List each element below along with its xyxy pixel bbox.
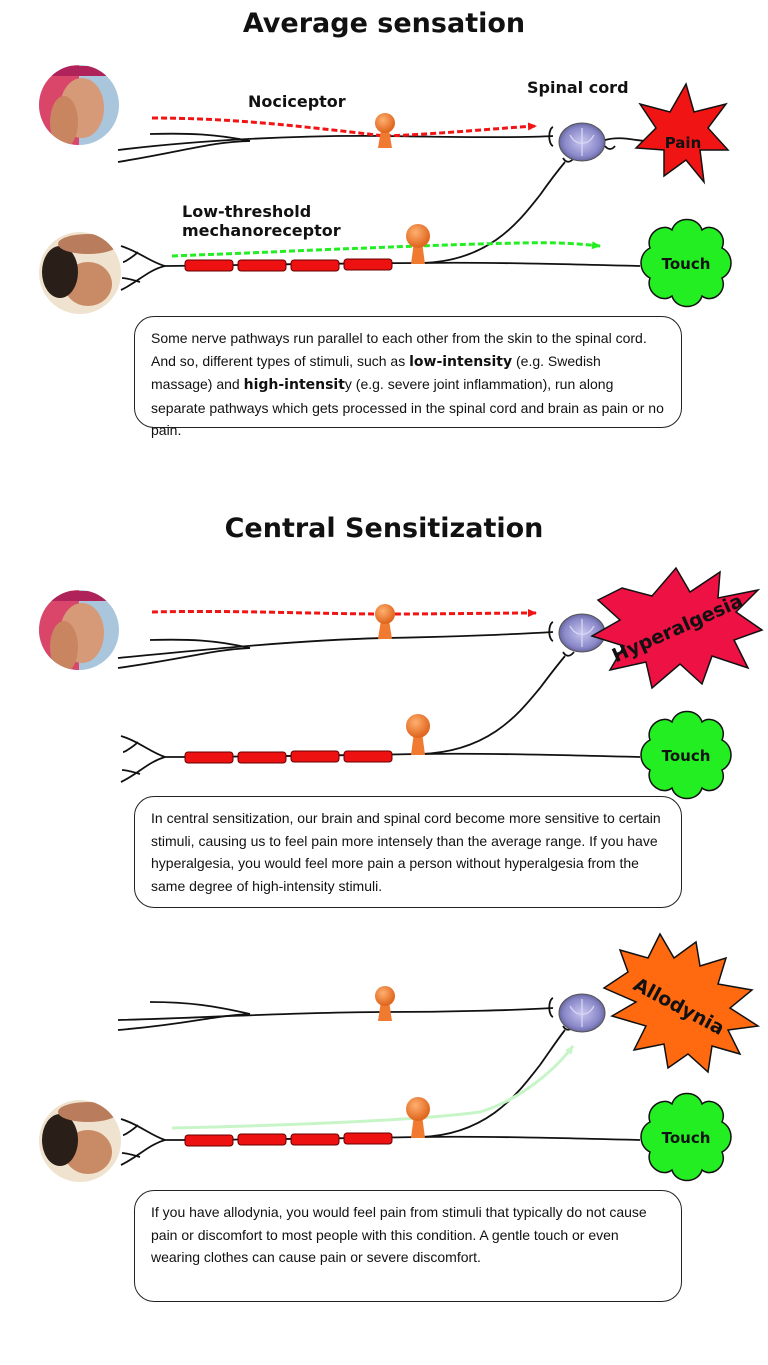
face-massage-photo [39, 232, 121, 314]
mechanoreceptor-cell-body-2 [406, 714, 430, 755]
touch-label: Touch [662, 255, 711, 273]
nociceptor-cell-body-2 [375, 604, 395, 639]
section1-text-part2: (e.g. Swedish massage) and [151, 352, 601, 393]
touch-signal-arrow [171, 241, 601, 258]
mechanoreceptor-label-line1: Low-threshold [182, 202, 312, 221]
mechanoreceptor-label: Low-threshold mechanoreceptor [182, 202, 341, 240]
spinal-cord-label: Spinal cord [527, 78, 629, 97]
nociceptor-label: Nociceptor [248, 92, 346, 111]
pain-label: Pain [665, 134, 702, 152]
mechanoreceptor-cell-body-3 [406, 1097, 430, 1138]
section1-text-bold2: high-intensit [243, 377, 345, 393]
touch-cloud-2 [640, 710, 732, 800]
nociceptor-signal-arrow-2 [151, 609, 537, 618]
pain-burst [634, 82, 730, 185]
nociceptor-signal-arrow [151, 116, 537, 138]
nociceptor-nerve [117, 126, 554, 163]
section1-title: Average sensation [242, 8, 526, 39]
touch-cloud-3 [640, 1092, 732, 1182]
nociceptor-cell-body-3 [375, 986, 395, 1021]
touch-label-2: Touch [662, 747, 711, 765]
section2-explanation-box: In central sensitization, our brain and … [134, 796, 682, 908]
myelin-sheath-3 [184, 1132, 393, 1147]
nociceptor-nerve-3 [117, 997, 554, 1031]
hyperalgesia-burst [590, 566, 764, 690]
spinal-cord-3 [558, 993, 606, 1033]
nociceptor-cell-body [375, 113, 395, 148]
spinal-cord [558, 122, 606, 162]
section2-title: Central Sensitization [224, 513, 544, 544]
nociceptor-nerve-2 [117, 621, 554, 669]
allodynia-burst [602, 932, 761, 1074]
myelin-sheath [184, 258, 393, 272]
section1-text-bold1: low-intensity [409, 353, 513, 370]
touch-cloud [640, 218, 732, 308]
myelin-sheath-2 [184, 750, 393, 764]
knee-pain-photo-2 [39, 590, 119, 670]
touch-label-3: Touch [662, 1129, 711, 1147]
section1-explanation-box: Some nerve pathways run parallel to each… [134, 316, 682, 438]
section1-text-part3: y (e.g. severe joint inflammation), run … [151, 376, 664, 438]
knee-pain-photo [39, 65, 119, 145]
face-massage-photo-2 [39, 1100, 121, 1182]
mechanoreceptor-label-line2: mechanoreceptor [182, 221, 341, 240]
mechanoreceptor-cell-body [406, 224, 430, 264]
section3-explanation-box: If you have allodynia, you would feel pa… [134, 1190, 682, 1302]
allodynia-signal-arrow [171, 1045, 575, 1130]
section1-text-part1: Some nerve pathways run parallel to each… [151, 330, 647, 369]
